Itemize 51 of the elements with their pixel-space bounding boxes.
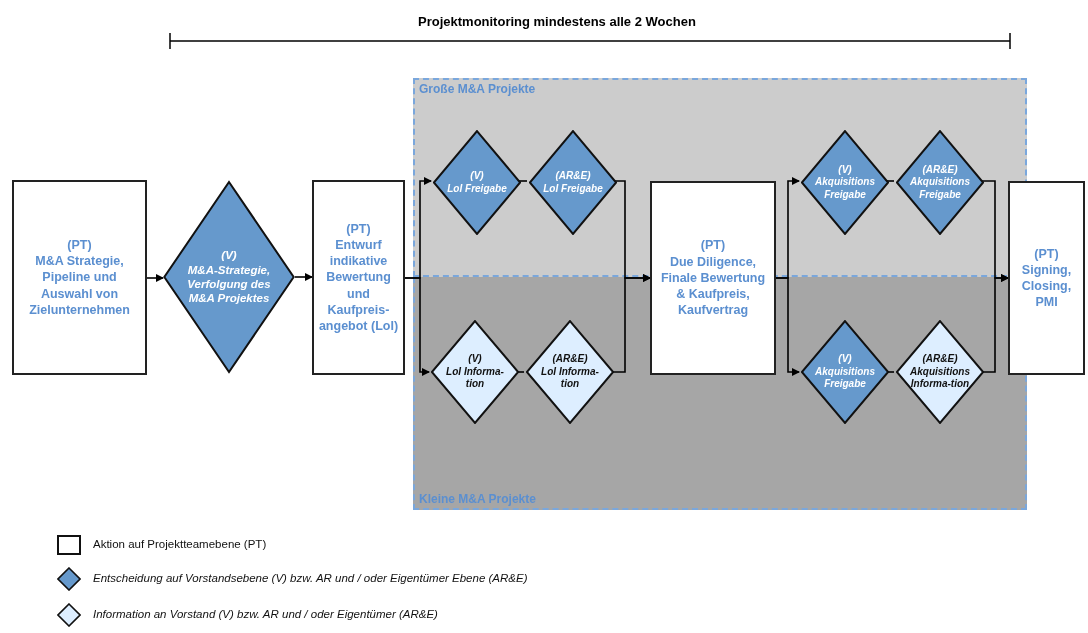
connector-arrow (611, 274, 651, 373)
monitoring-label: Projektmonitoring mindestens alle 2 Wochen (418, 13, 696, 31)
step-text: Signing, Closing, PMI (1020, 261, 1073, 311)
step-text: LoI Informa-tion (540, 365, 600, 391)
decision-diamond (433, 130, 521, 235)
step-text: Akquisitions Informa-tion (909, 365, 971, 391)
band-heading: Kleine M&A Projekte (419, 491, 536, 508)
level-code: (V) (221, 248, 237, 263)
level-code: (V) (470, 170, 484, 183)
connector-arrow (775, 277, 800, 376)
legend-text: Entscheidung auf Vorstandsebene (V) bzw. AR und / oder Eigentümer Ebene (AR&E) (93, 571, 528, 587)
step-text: Akquisitions Freigabe (814, 176, 876, 202)
legend-text: Aktion auf Projektteamebene (PT) (93, 537, 267, 553)
level-code: (AR&E) (552, 353, 588, 366)
step-text: LoI Freigabe (447, 182, 507, 195)
connector-arrow (294, 273, 313, 281)
step-text: M&A Strategie, Pipeline und Auswahl von Zielunternehmen (28, 253, 131, 319)
information-diamond (431, 320, 519, 424)
step-text: M&A-Strategie, Verfolgung des M&A Projektes (187, 262, 271, 306)
action-box (650, 181, 776, 375)
step-text: LoI Informa-tion (445, 365, 505, 391)
step-text: LoI Freigabe (543, 182, 603, 195)
decision-diamond (801, 130, 889, 235)
action-box (12, 180, 147, 375)
information-diamond (896, 320, 984, 424)
decision-diamond (163, 180, 295, 374)
legend-text: Information an Vorstand (V) bzw. AR und / oder Eigentümer (AR&E) (93, 607, 438, 623)
action-box (312, 180, 405, 375)
level-code: (AR&E) (922, 353, 958, 366)
level-code: (V) (838, 353, 852, 366)
level-code: (AR&E) (922, 163, 958, 177)
step-text: Akquisitions Freigabe (909, 176, 971, 202)
level-code: (V) (838, 163, 852, 177)
level-code: (PT) (67, 236, 92, 254)
decision-diamond (529, 130, 617, 235)
connector-arrow (981, 274, 1009, 373)
decision-diamond (896, 130, 984, 235)
decision-diamond (801, 320, 889, 424)
action-box (1008, 181, 1085, 375)
level-code: (V) (468, 353, 482, 366)
level-code: (AR&E) (555, 170, 591, 183)
connector-arrow (146, 274, 164, 282)
band-heading: Große M&A Projekte (419, 81, 536, 98)
connector-arrow (404, 277, 430, 376)
information-diamond (526, 320, 614, 424)
level-code: (PT) (346, 220, 371, 237)
step-text: Akquisitions Freigabe (814, 365, 876, 391)
level-code: (PT) (700, 237, 726, 254)
level-code: (PT) (1034, 245, 1059, 262)
step-text: Due Diligence, Finale Bewertung & Kaufpreis, Kaufvertrag (659, 253, 767, 319)
step-text: Entwurf indikative Bewertung und Kaufpreis-angebot (LoI) (318, 236, 399, 335)
